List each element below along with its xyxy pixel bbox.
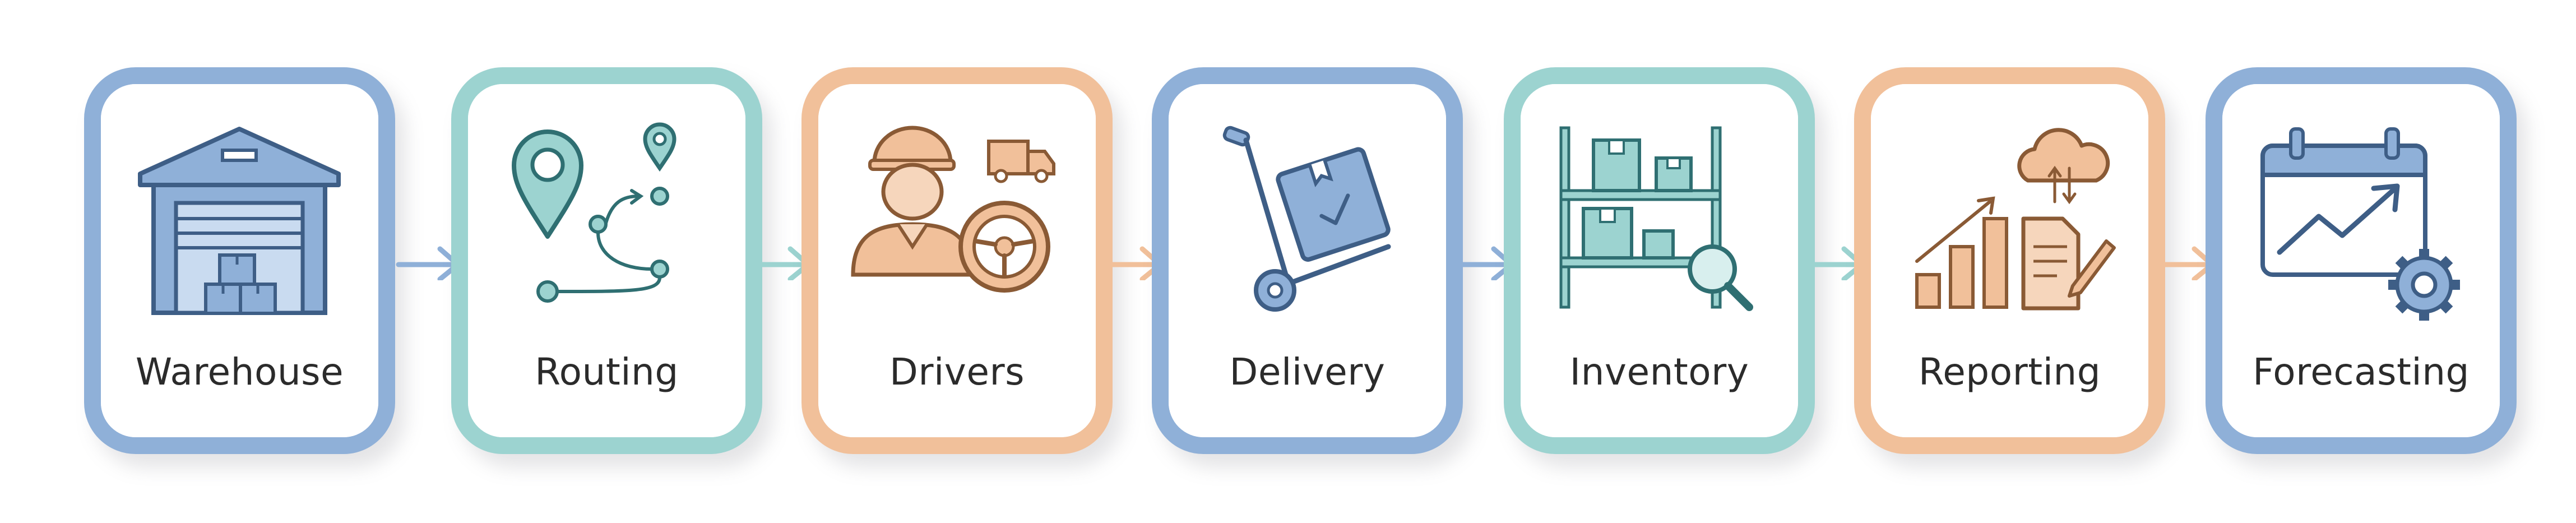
step-label-drivers: Drivers [889, 350, 1025, 394]
step-label-routing: Routing [535, 350, 679, 394]
step-label-reporting: Reporting [1918, 350, 2101, 394]
step-label-warehouse: Warehouse [135, 350, 344, 394]
hand-truck-icon [1222, 126, 1391, 312]
step-label-delivery: Delivery [1229, 350, 1386, 394]
inventory-shelf-icon [1559, 126, 1753, 311]
step-card-drivers: Drivers [801, 67, 1113, 454]
route-pin-icon [512, 122, 677, 303]
step-card-inventory: Inventory [1504, 67, 1815, 454]
driver-icon [851, 126, 1055, 293]
step-card-routing: Routing [451, 67, 762, 454]
warehouse-icon [138, 127, 341, 315]
report-chart-icon [1915, 128, 2116, 311]
step-card-forecasting: Forecasting [2206, 67, 2517, 454]
step-label-forecasting: Forecasting [2253, 350, 2470, 394]
step-label-inventory: Inventory [1569, 350, 1749, 394]
step-card-delivery: Delivery [1152, 67, 1463, 454]
step-card-reporting: Reporting [1854, 67, 2165, 454]
forecast-calendar-icon [2260, 127, 2460, 321]
step-card-warehouse: Warehouse [84, 67, 395, 454]
